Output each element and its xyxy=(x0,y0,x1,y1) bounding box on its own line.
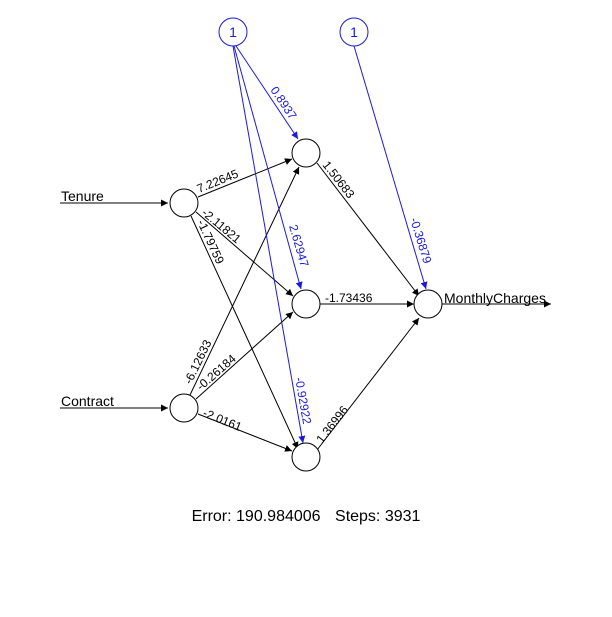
steps-value: 3931 xyxy=(385,508,421,525)
weight-contract-h3: -2.0161 xyxy=(201,406,244,434)
output-label: MonthlyCharges xyxy=(444,290,546,306)
weight-h2-out: -1.73436 xyxy=(325,291,373,305)
edge-h1-out xyxy=(316,162,420,297)
input-node-tenure xyxy=(169,188,199,218)
edge-tenure-h1 xyxy=(197,158,293,198)
bias-node-hidden: 1 xyxy=(218,17,248,47)
hidden-node-3 xyxy=(291,442,321,472)
edge-contract-h3 xyxy=(197,413,293,452)
error-value: 190.984006 xyxy=(236,508,321,525)
weight-tenure-h1: 7.22645 xyxy=(195,166,241,195)
weight-bias-h1: 0.8937 xyxy=(268,84,300,123)
input-label-tenure: Tenure xyxy=(61,188,104,204)
weight-h1-out: 1.50683 xyxy=(320,158,358,201)
bias-node-output: 1 xyxy=(339,17,369,47)
output-node xyxy=(413,289,443,319)
edge-bias1-h3 xyxy=(232,45,306,444)
hidden-node-1 xyxy=(291,138,321,168)
weight-h3-out: 1.36996 xyxy=(313,403,351,446)
edge-bias1-h1 xyxy=(235,45,299,140)
edge-tenure-h3 xyxy=(190,215,299,450)
bias-node-hidden-label: 1 xyxy=(229,24,237,40)
footer-summary: Error: 190.984006 Steps: 3931 xyxy=(192,508,421,525)
steps-label: Steps: xyxy=(335,508,380,525)
input-label-contract: Contract xyxy=(61,393,114,409)
error-label: Error: xyxy=(192,508,232,525)
edge-bias2-out xyxy=(353,45,428,290)
hidden-node-2 xyxy=(291,289,321,319)
input-node-contract xyxy=(169,393,199,423)
edge-contract-h2 xyxy=(195,311,294,400)
edge-bias1-h2 xyxy=(233,45,303,290)
weight-bias-h2: 2.62947 xyxy=(286,223,312,269)
edge-tenure-h2 xyxy=(195,211,294,297)
bias-node-output-label: 1 xyxy=(350,24,358,40)
edge-contract-h1 xyxy=(189,166,300,396)
edge-h3-out xyxy=(316,317,420,451)
